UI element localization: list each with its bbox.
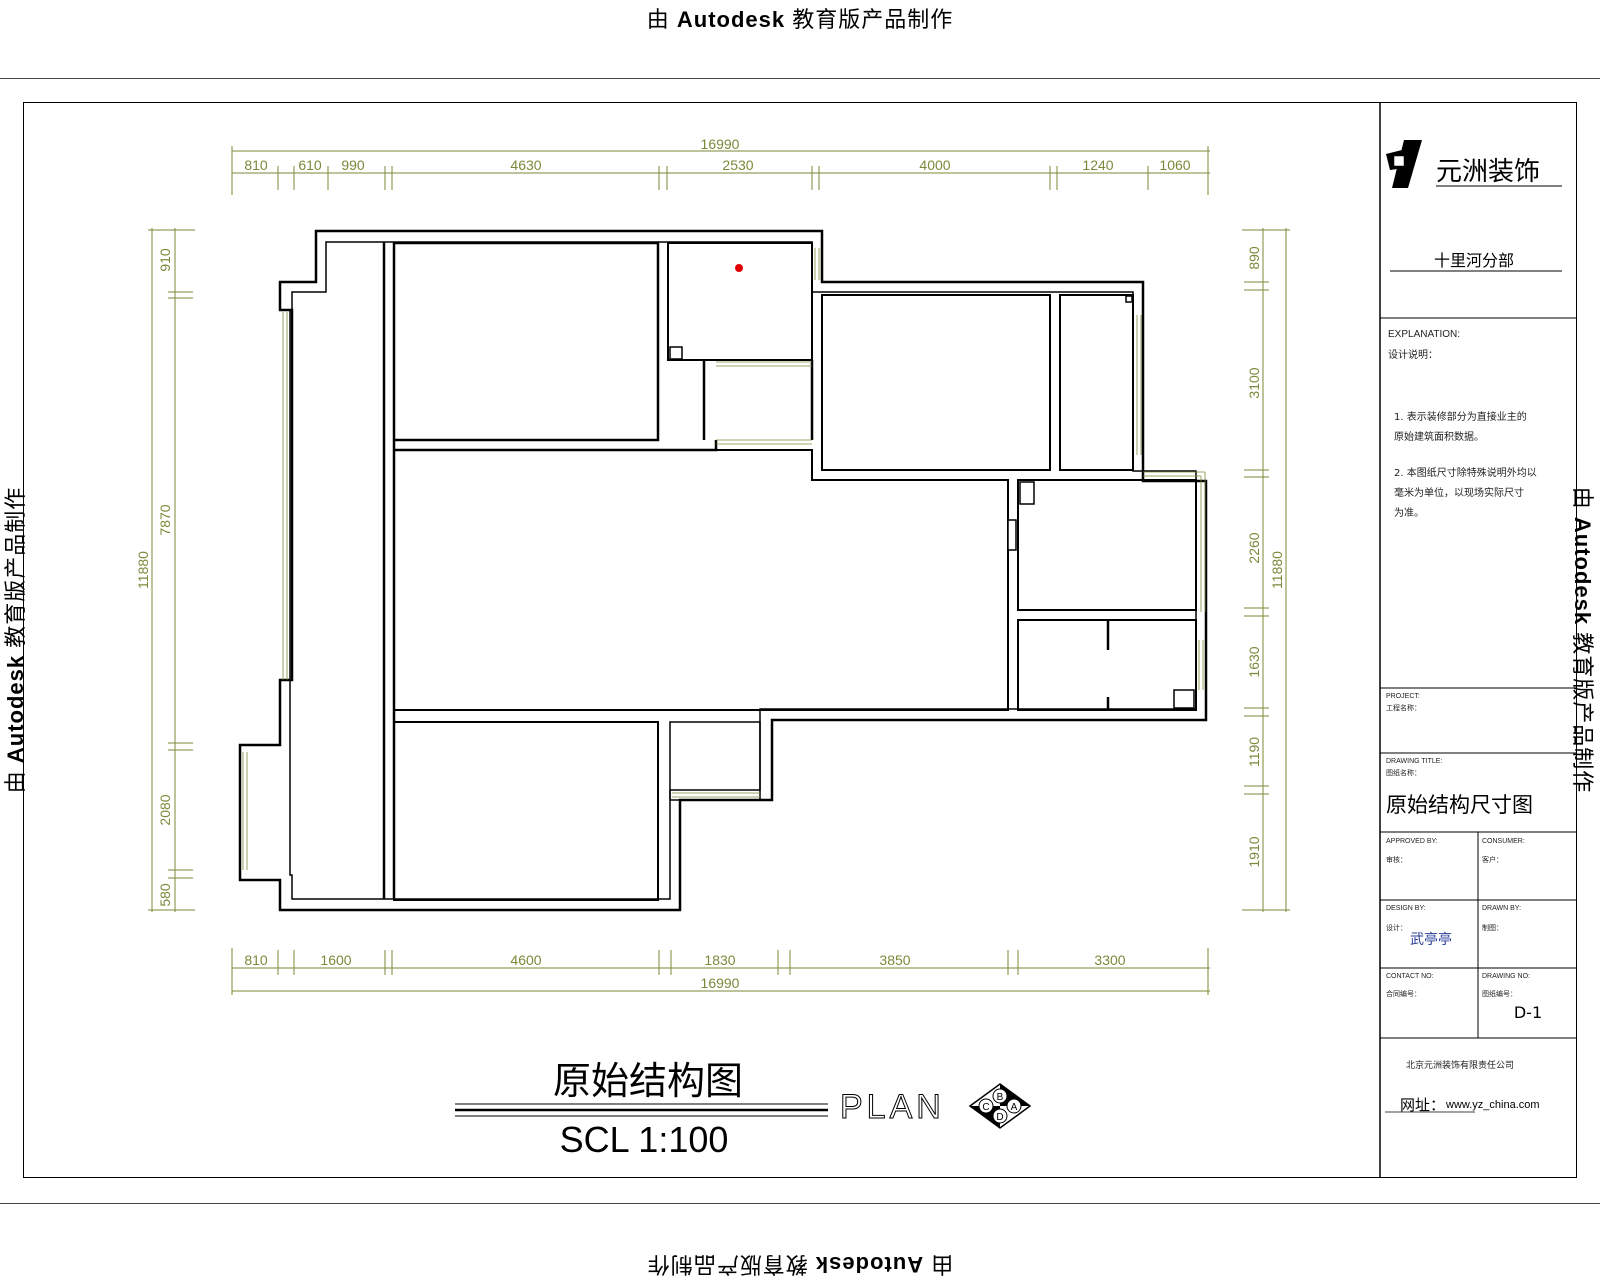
- dimension-top-labels: 16990 810 610 990 4630 2530 4000 1240 10…: [244, 136, 1190, 173]
- compass-letter: B: [997, 1092, 1004, 1103]
- dim-top-seg: 990: [341, 157, 365, 173]
- footer-note: 北京元洲装饰有限责任公司: [1406, 1059, 1514, 1071]
- dim-right-total: 11880: [1269, 551, 1285, 589]
- shaft-marker: [1125, 295, 1133, 303]
- company-logo-icon: [1386, 140, 1422, 188]
- dim-bottom-seg: 1600: [320, 952, 351, 968]
- dimension-right: [1242, 228, 1290, 912]
- dim-left-seg: 580: [157, 883, 173, 907]
- drawing-title: 原始结构尺寸图: [1386, 793, 1533, 817]
- dim-right-seg: 890: [1246, 246, 1262, 270]
- dim-right-seg: 1190: [1246, 737, 1262, 767]
- dim-bottom-seg: 3300: [1094, 952, 1125, 968]
- watermark-suffix: 教育版产品制作: [792, 7, 954, 32]
- compass-icon: B C A D: [968, 1083, 1032, 1129]
- shaft-marker: [1173, 689, 1195, 709]
- dimension-bottom: [231, 948, 1210, 995]
- dimension-right-labels: 890 3100 2260 1630 1190 1910 11880: [1246, 246, 1285, 867]
- approved-en: APPROVED BY:: [1386, 838, 1438, 845]
- explanation-cn: 设计说明：: [1388, 348, 1438, 361]
- shaft-marker: [1019, 481, 1035, 505]
- dimension-top: [231, 146, 1210, 195]
- website-url: www.yz_china.com: [1445, 1099, 1540, 1111]
- dim-bottom-seg: 810: [244, 952, 268, 968]
- consumer-cn: 客户：: [1482, 855, 1503, 864]
- dim-right-seg: 2260: [1246, 532, 1262, 563]
- dimension-bottom-labels: 810 1600 4600 1830 3850 3300 16990: [244, 952, 1125, 991]
- dim-top-total: 16990: [701, 136, 740, 152]
- contract-en: CONTACT NO:: [1386, 973, 1434, 980]
- note-line: 2. 本图纸尺寸除特殊说明外均以: [1394, 466, 1537, 479]
- design-cn: 设计：: [1386, 923, 1407, 932]
- note-line: 为准。: [1394, 507, 1424, 519]
- branch-name: 十里河分部: [1434, 251, 1514, 270]
- door-marker: [1007, 519, 1017, 551]
- plan-title-block: 原始结构图 SCL 1:100 PLAN B C A D: [455, 1059, 1032, 1160]
- dim-bottom-total: 16990: [701, 975, 740, 991]
- dim-right-seg: 1630: [1246, 646, 1262, 677]
- watermark-brand: Autodesk: [676, 7, 786, 32]
- plan-label: PLAN: [840, 1088, 945, 1126]
- plan-scale: SCL 1:100: [560, 1119, 729, 1160]
- shaft-marker: [669, 346, 683, 360]
- company-name: 元洲装饰: [1436, 157, 1540, 187]
- designer-signature: 武亭亭: [1410, 931, 1452, 948]
- plan-title: 原始结构图: [553, 1059, 743, 1103]
- dim-top-seg: 2530: [722, 157, 753, 173]
- note-line: 原始建筑面积数据。: [1394, 430, 1484, 443]
- title-block: [1379, 102, 1577, 1178]
- dim-top-seg: 4000: [919, 157, 950, 173]
- red-marker: [735, 264, 743, 272]
- drawing-no-cn: 图纸编号：: [1482, 989, 1517, 998]
- dim-top-seg: 1060: [1159, 157, 1190, 173]
- dim-top-seg: 810: [244, 157, 268, 173]
- drawing-title-cn: 图纸名称：: [1386, 768, 1421, 777]
- dim-left-seg: 910: [157, 248, 173, 272]
- drawing-number: D-1: [1514, 1003, 1542, 1022]
- fixtures: [669, 295, 1195, 709]
- watermark-top: 由 Autodesk 教育版产品制作: [0, 2, 1600, 34]
- dim-bottom-seg: 4600: [510, 952, 541, 968]
- website-label: 网址：: [1400, 1096, 1445, 1114]
- dim-left-seg: 2080: [157, 794, 173, 825]
- drawing-sheet: [0, 78, 1600, 1204]
- dim-top-seg: 610: [298, 157, 322, 173]
- project-cn: 工程名称：: [1386, 703, 1421, 712]
- dim-right-seg: 1910: [1246, 836, 1262, 867]
- dimension-left-labels: 910 7870 2080 580 11880: [135, 248, 173, 907]
- drawing-no-en: DRAWING NO:: [1482, 973, 1530, 980]
- note-line: 1. 表示装修部分为直接业主的: [1394, 410, 1527, 423]
- approved-cn: 审核：: [1386, 855, 1407, 864]
- watermark-prefix: 由: [646, 7, 670, 32]
- contract-cn: 合同编号：: [1386, 989, 1421, 998]
- dim-left-seg: 7870: [157, 504, 173, 535]
- drawn-cn: 制图：: [1482, 923, 1503, 932]
- windows: [242, 248, 1206, 870]
- design-en: DESIGN BY:: [1386, 905, 1426, 912]
- dimension-left: [148, 228, 195, 912]
- project-en: PROJECT:: [1386, 693, 1420, 700]
- compass-letter: C: [982, 1102, 989, 1113]
- compass-letter: A: [1011, 1102, 1018, 1113]
- explanation-en: EXPLANATION:: [1388, 329, 1460, 340]
- compass-letter: D: [996, 1112, 1003, 1123]
- dim-right-seg: 3100: [1246, 367, 1262, 398]
- dim-bottom-seg: 1830: [704, 952, 735, 968]
- drawing-frame: [23, 102, 1577, 1178]
- dim-top-seg: 1240: [1082, 157, 1113, 173]
- dim-bottom-seg: 3850: [879, 952, 910, 968]
- dim-top-seg: 4630: [510, 157, 541, 173]
- walls: [238, 229, 1208, 912]
- drawing-title-en: DRAWING TITLE:: [1386, 758, 1442, 765]
- consumer-en: CONSUMER:: [1482, 838, 1525, 845]
- note-line: 毫米为单位，以现场实际尺寸: [1394, 486, 1524, 499]
- dim-left-total: 11880: [135, 551, 151, 589]
- drawn-en: DRAWN BY:: [1482, 905, 1521, 912]
